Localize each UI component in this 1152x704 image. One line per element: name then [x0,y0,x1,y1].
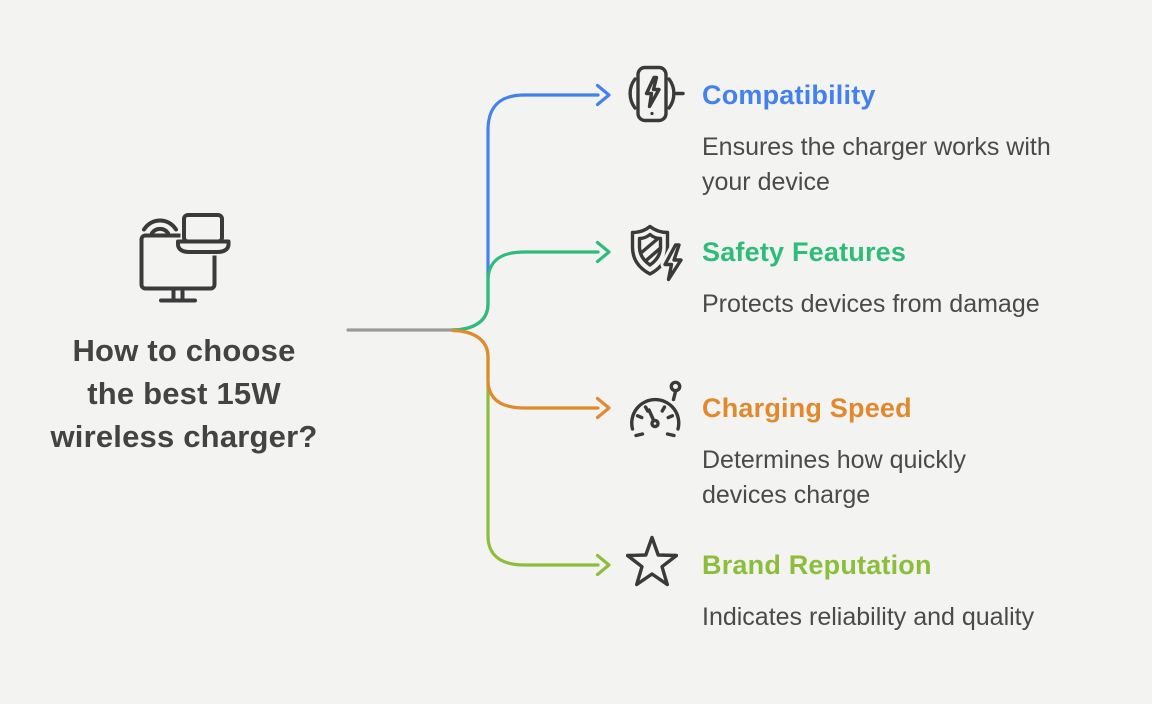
gauge-pivot [650,418,660,429]
charge-wave-left [628,77,637,110]
shield-lightning-icon [630,224,686,284]
desktop-laptop-wireless-icon [139,211,232,303]
star-icon [626,535,678,587]
laptop-shape [176,213,231,254]
branch-label-compatibility: Compatibility [702,80,876,110]
root-title: How to choose the best 15W wireless char… [50,333,318,454]
phone-body [636,65,668,123]
phone-home-dot [650,111,654,116]
arrow-head-icon [595,83,611,107]
branch-line-safety-features [451,240,611,332]
branch-label-safety-features: Safety Features [702,237,907,267]
branch-desc-compatibility: Ensures the charger works with your devi… [702,133,1051,196]
branch-line-brand-reputation [451,328,611,577]
gauge-ticks [634,405,676,438]
branch-label-brand-reputation: Brand Reputation [702,550,932,580]
gauge-arc [630,397,681,431]
branch-desc-brand-reputation: Indicates reliability and quality [702,603,1035,631]
wireless-waves [142,218,178,235]
pin-head [669,380,682,393]
monitor-shape [139,233,217,291]
arrow-head-icon [595,553,611,577]
shield-outer [630,224,670,276]
arrow-head-icon [595,396,611,420]
branch-line-charging-speed [451,328,611,420]
branch-desc-safety-features: Protects devices from damage [702,290,1040,318]
lightning-bolt [663,243,683,282]
wireless-charging-phone-icon [628,65,685,123]
speedometer-icon [630,380,682,438]
pin-stem [671,389,678,402]
branch-desc-charging-speed: Determines how quickly devices charge [702,446,966,509]
lightning-bolt [644,75,661,109]
branch-line-compatibility [451,83,611,332]
monitor-stand [159,287,197,303]
shield-hatch [639,236,663,263]
charge-wave-right [667,77,676,110]
star-outline [626,535,678,587]
arrow-head-icon [595,240,611,264]
branch-label-charging-speed: Charging Speed [702,393,912,423]
